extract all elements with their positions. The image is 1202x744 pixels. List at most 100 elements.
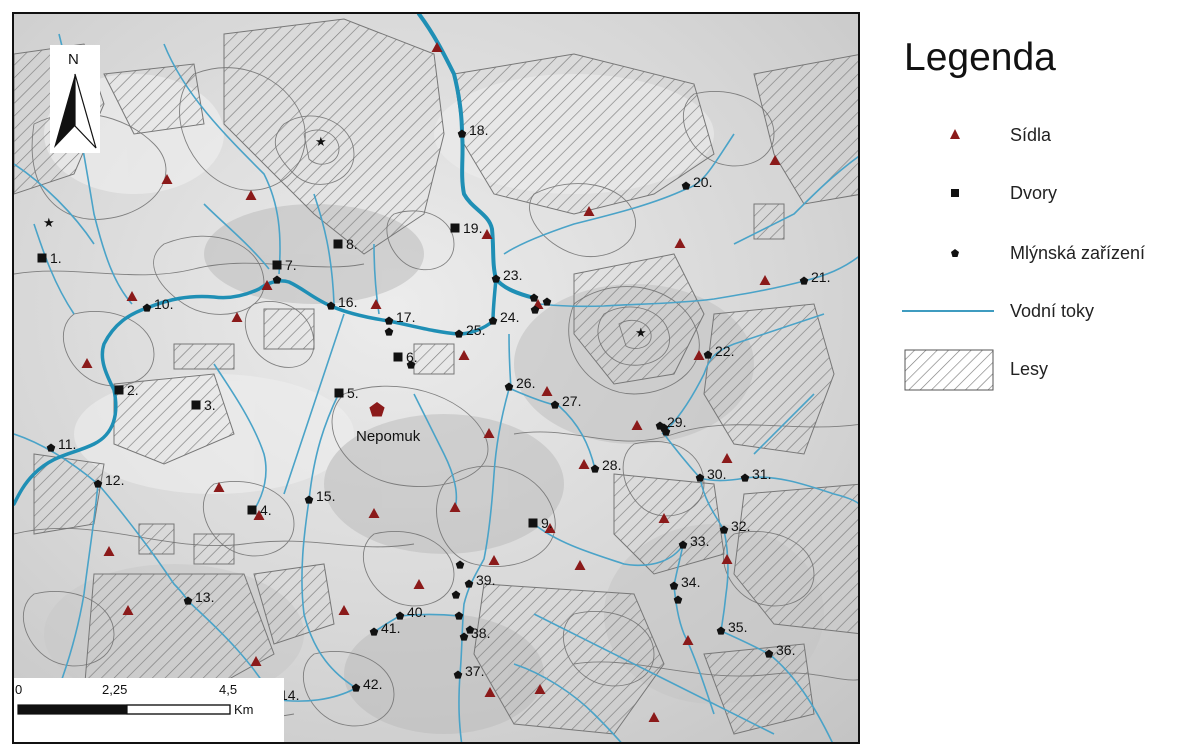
mill-label: 22.	[715, 343, 734, 359]
legend-label-mills: Mlýnská zařízení	[1010, 243, 1146, 263]
square-icon	[951, 189, 959, 197]
mill-pentagon-icon	[351, 683, 361, 692]
mill-label: 20.	[693, 174, 712, 190]
mill-label: 33.	[690, 533, 709, 549]
settlement-triangle-icon	[483, 428, 495, 438]
legend-item-rivers: Vodní toky	[900, 292, 1200, 332]
mill-label: 42.	[363, 676, 382, 692]
mill-pentagon-icon	[395, 611, 405, 620]
mill-pentagon-icon	[673, 595, 683, 604]
settlement-triangle-icon	[693, 350, 705, 360]
settlement-triangle-icon	[213, 482, 225, 492]
farmstead-label: 4.	[260, 502, 272, 518]
mill-label: 16.	[338, 294, 357, 310]
mill-label: 30.	[707, 466, 726, 482]
scale-bar: 0 2,25 4,5 Km	[14, 678, 284, 742]
mill-label: 13.	[195, 589, 214, 605]
pentagon-icon	[951, 249, 959, 257]
mill-pentagon-icon	[454, 611, 464, 620]
settlement-triangle-icon	[484, 687, 496, 697]
mill-pentagon-icon	[326, 301, 336, 310]
mill-pentagon-icon	[740, 473, 750, 482]
settlement-triangle-icon	[583, 206, 595, 216]
mill-label: 14.	[280, 687, 299, 703]
settlement-triangle-icon	[231, 312, 243, 322]
mill-pentagon-icon	[272, 275, 282, 284]
town-label: Nepomuk	[356, 428, 421, 445]
farmstead-label: 3.	[204, 397, 216, 413]
mill-pentagon-icon	[488, 316, 498, 325]
settlement-triangle-icon	[261, 280, 273, 290]
mill-label: 27.	[562, 393, 581, 409]
mill-label: 31.	[752, 466, 771, 482]
settlement-triangle-icon	[458, 350, 470, 360]
north-label: N	[68, 51, 79, 68]
mill-pentagon-icon	[455, 560, 465, 569]
north-arrow: N	[50, 45, 100, 153]
settlement-triangle-icon	[658, 513, 670, 523]
mill-label: 39.	[476, 572, 495, 588]
settlement-triangle-icon	[368, 508, 380, 518]
mill-label: 36.	[776, 642, 795, 658]
mill-pentagon-icon	[529, 293, 539, 302]
peak-icon: ★	[43, 215, 55, 230]
mill-label: 25.	[466, 322, 485, 338]
mill-pentagon-icon	[678, 540, 688, 549]
town-pentagon-icon	[369, 402, 385, 417]
settlement-triangle-icon	[674, 238, 686, 248]
mill-pentagon-icon	[464, 579, 474, 588]
mill-pentagon-icon	[457, 129, 467, 138]
farmstead-label: 2.	[127, 382, 139, 398]
mill-label: 29.	[667, 414, 686, 430]
mill-label: 40.	[407, 604, 426, 620]
farmstead-square-icon	[334, 388, 344, 398]
settlement-triangle-icon	[126, 291, 138, 301]
scale-tick-2-25: 2,25	[102, 682, 127, 697]
legend-label-farmsteads: Dvory	[1010, 183, 1058, 203]
scale-unit: Km	[234, 702, 254, 717]
mill-pentagon-icon	[590, 464, 600, 473]
farmstead-square-icon	[272, 260, 282, 270]
mill-pentagon-icon	[459, 632, 469, 641]
mill-pentagon-icon	[142, 303, 152, 312]
farmstead-square-icon	[393, 352, 403, 362]
legend-item-settlements: Sídla	[900, 116, 1200, 156]
farmstead-square-icon	[450, 223, 460, 233]
mill-pentagon-icon	[703, 350, 713, 359]
mill-pentagon-icon	[46, 443, 56, 452]
mill-label: 11.	[58, 436, 76, 452]
settlement-triangle-icon	[338, 605, 350, 615]
mill-label: 32.	[731, 518, 750, 534]
farmstead-markers: 1.2.3.4.5.6.7.8.9.19.	[37, 220, 553, 531]
farmstead-square-icon	[247, 505, 257, 515]
legend-label-settlements: Sídla	[1010, 125, 1052, 145]
settlement-triangle-icon	[245, 190, 257, 200]
peak-icon: ★	[635, 325, 647, 340]
mill-pentagon-icon	[453, 670, 463, 679]
mill-label: 17.	[396, 309, 415, 325]
mill-markers: 10.11.12.13.14.15.16.17.18.20.21.22.23.2…	[46, 122, 830, 703]
mill-pentagon-icon	[93, 479, 103, 488]
settlement-triangle-icon	[250, 656, 262, 666]
farmstead-square-icon	[191, 400, 201, 410]
mill-pentagon-icon	[719, 525, 729, 534]
farmstead-square-icon	[528, 518, 538, 528]
mill-pentagon-icon	[799, 276, 809, 285]
settlement-triangle-icon	[648, 712, 660, 722]
farmstead-label: 7.	[285, 257, 297, 273]
legend: Legenda Sídla Dvory Mlýnská zařízení Vod…	[900, 30, 1200, 410]
mill-pentagon-icon	[681, 181, 691, 190]
mill-pentagon-icon	[716, 626, 726, 635]
mill-pentagon-icon	[491, 274, 501, 283]
mill-pentagon-icon	[661, 427, 671, 436]
settlement-triangle-icon	[534, 684, 546, 694]
farmstead-label: 9.	[541, 515, 553, 531]
mill-pentagon-icon	[384, 316, 394, 325]
mill-pentagon-icon	[465, 625, 475, 634]
mill-pentagon-icon	[406, 360, 416, 369]
scale-tick-0: 0	[15, 682, 22, 697]
settlement-triangle-icon	[161, 174, 173, 184]
line-icon	[902, 310, 970, 312]
map-frame: ★★★ 1.2.3.4.5.6.7.8.9.19. 10.11.12.13.14…	[12, 12, 860, 744]
settlement-triangle-icon	[769, 155, 781, 165]
